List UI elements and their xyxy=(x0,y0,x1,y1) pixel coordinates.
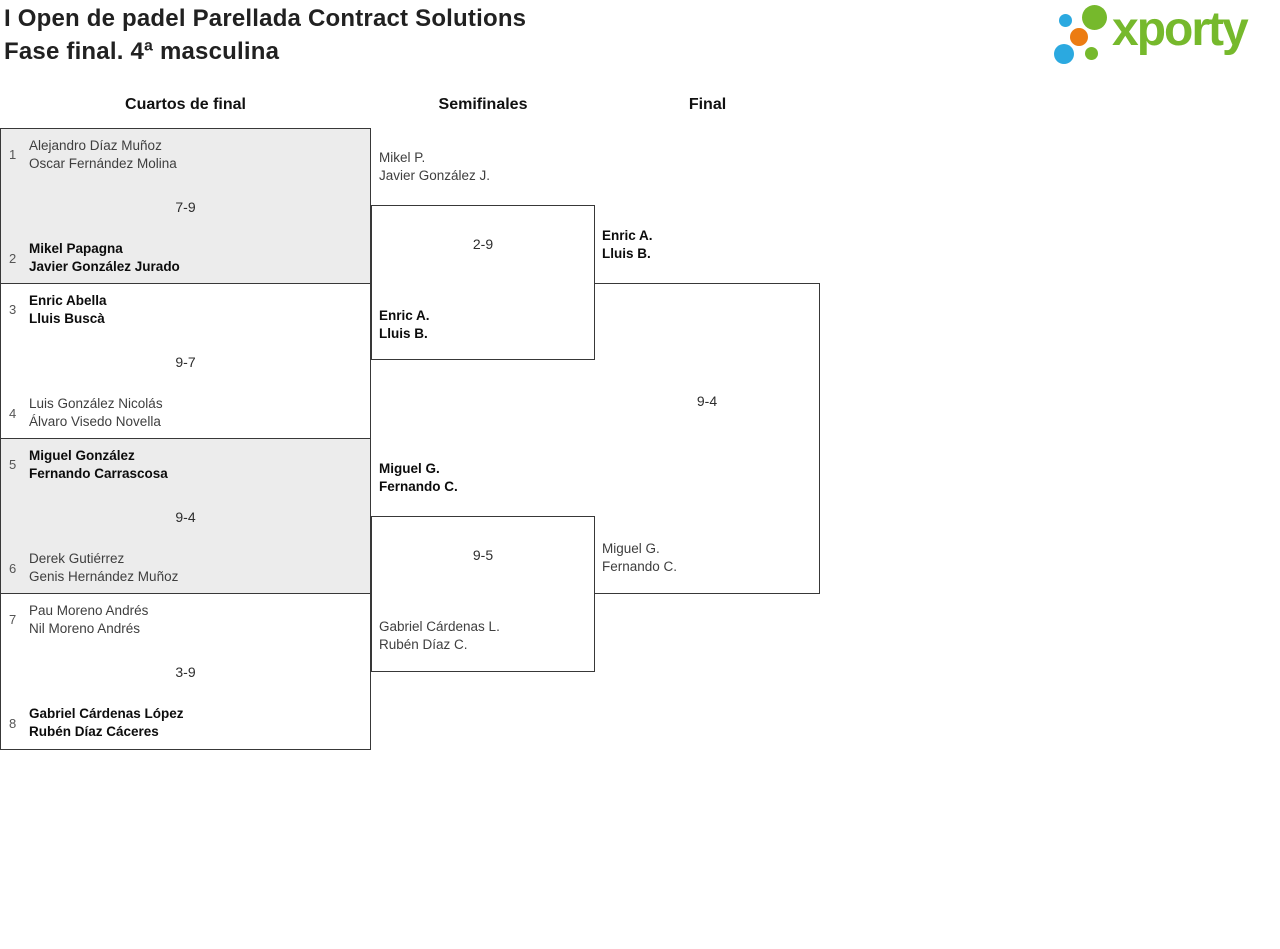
match-score: 2-9 xyxy=(472,236,494,252)
player-name: Pau Moreno Andrés xyxy=(29,603,149,618)
team-pair: Derek Gutiérrez Genis Hernández Muñoz xyxy=(29,550,178,586)
player-name: Gabriel Cárdenas López xyxy=(29,706,184,721)
player-name: Miguel G. xyxy=(379,461,440,476)
seed-number: 2 xyxy=(9,251,17,266)
match-quarterfinal-4: 7 Pau Moreno Andrés Nil Moreno Andrés 3-… xyxy=(0,593,371,750)
match-score: 9-4 xyxy=(175,509,196,525)
logo-wordmark: xporty xyxy=(1112,3,1249,56)
player-name: Gabriel Cárdenas L. xyxy=(379,619,500,634)
tournament-name: I Open de padel Parellada Contract Solut… xyxy=(4,5,527,32)
player-name: Fernando Carrascosa xyxy=(29,466,168,481)
match-semifinal-2: Miguel G. Fernando C. 9-5 Gabriel Cárden… xyxy=(371,461,595,672)
logo-dot-icon xyxy=(1054,44,1074,64)
player-name: Fernando C. xyxy=(379,479,458,494)
player-name: Álvaro Visedo Novella xyxy=(29,414,161,429)
player-name: Lluis B. xyxy=(379,326,428,341)
phase-category: Fase final. 4ª masculina xyxy=(4,38,280,65)
player-name: Enric A. xyxy=(379,308,430,323)
team-pair: Mikel P. Javier González J. xyxy=(379,149,490,185)
player-name: Lluis B. xyxy=(602,246,651,261)
team-pair: Miguel G. Fernando C. xyxy=(379,460,458,496)
team-pair: Luis González Nicolás Álvaro Visedo Nove… xyxy=(29,395,163,431)
player-name: Enric A. xyxy=(602,228,653,243)
team-pair: Gabriel Cárdenas L. Rubén Díaz C. xyxy=(379,618,500,654)
logo-dot-icon xyxy=(1059,14,1072,27)
player-name: Alejandro Díaz Muñoz xyxy=(29,138,162,153)
player-name: Rubén Díaz Cáceres xyxy=(29,724,159,739)
team-pair: Miguel G. Fernando C. xyxy=(602,540,677,576)
player-name: Oscar Fernández Molina xyxy=(29,156,177,171)
player-name: Mikel P. xyxy=(379,150,426,165)
team-pair: Enric A. Lluis B. xyxy=(602,227,653,263)
player-name: Mikel Papagna xyxy=(29,241,123,256)
xporty-logo[interactable]: xporty xyxy=(1050,0,1280,78)
match-score: 9-7 xyxy=(175,354,196,370)
player-name: Fernando C. xyxy=(602,559,678,574)
round-header-final: Final xyxy=(688,96,727,113)
player-name: Enric Abella xyxy=(29,293,107,308)
player-name: Miguel González xyxy=(29,448,135,463)
seed-number: 1 xyxy=(9,147,17,162)
player-name: Luis González Nicolás xyxy=(29,396,163,411)
team-pair: Enric Abella Lluis Buscà xyxy=(29,292,107,328)
team-pair: Gabriel Cárdenas López Rubén Díaz Cácere… xyxy=(29,705,184,741)
match-semifinal-1: Mikel P. Javier González J. 2-9 Enric A.… xyxy=(371,150,595,360)
player-name: Javier González Jurado xyxy=(29,259,180,274)
player-name: Genis Hernández Muñoz xyxy=(29,569,179,584)
player-name: Javier González J. xyxy=(379,168,491,183)
team-pair: Mikel Papagna Javier González Jurado xyxy=(29,240,180,276)
match-score: 9-5 xyxy=(472,547,494,563)
team-pair: Miguel González Fernando Carrascosa xyxy=(29,447,168,483)
seed-number: 6 xyxy=(9,561,17,576)
seed-number: 3 xyxy=(9,302,17,317)
seed-number: 5 xyxy=(9,457,17,472)
round-header-semifinals: Semifinales xyxy=(438,96,528,113)
match-score: 3-9 xyxy=(175,664,196,680)
match-score: 7-9 xyxy=(175,199,196,215)
team-pair: Alejandro Díaz Muñoz Oscar Fernández Mol… xyxy=(29,137,177,173)
seed-number: 4 xyxy=(9,406,17,421)
team-pair: Pau Moreno Andrés Nil Moreno Andrés xyxy=(29,602,148,638)
team-pair: Enric A. Lluis B. xyxy=(379,307,430,343)
match-quarterfinal-3: 5 Miguel González Fernando Carrascosa 9-… xyxy=(0,438,371,594)
logo-dot-icon xyxy=(1085,47,1098,60)
player-name: Miguel G. xyxy=(602,541,660,556)
player-name: Rubén Díaz C. xyxy=(379,637,468,652)
page-title: I Open de padel Parellada Contract Solut… xyxy=(4,2,526,68)
seed-number: 7 xyxy=(9,612,17,627)
player-name: Derek Gutiérrez xyxy=(29,551,125,566)
logo-dot-icon xyxy=(1082,5,1107,30)
player-name: Nil Moreno Andrés xyxy=(29,621,141,636)
match-quarterfinal-1: 1 Alejandro Díaz Muñoz Oscar Fernández M… xyxy=(0,128,371,284)
logo-dot-icon xyxy=(1070,28,1088,46)
seed-number: 8 xyxy=(9,716,17,731)
match-final: Enric A. Lluis B. 9-4 Miguel G. Fernando… xyxy=(595,228,820,594)
round-header-quarterfinals: Cuartos de final xyxy=(125,96,246,113)
match-score: 9-4 xyxy=(696,393,718,409)
match-quarterfinal-2: 3 Enric Abella Lluis Buscà 9-7 4 Luis Go… xyxy=(0,283,371,439)
player-name: Lluis Buscà xyxy=(29,311,105,326)
